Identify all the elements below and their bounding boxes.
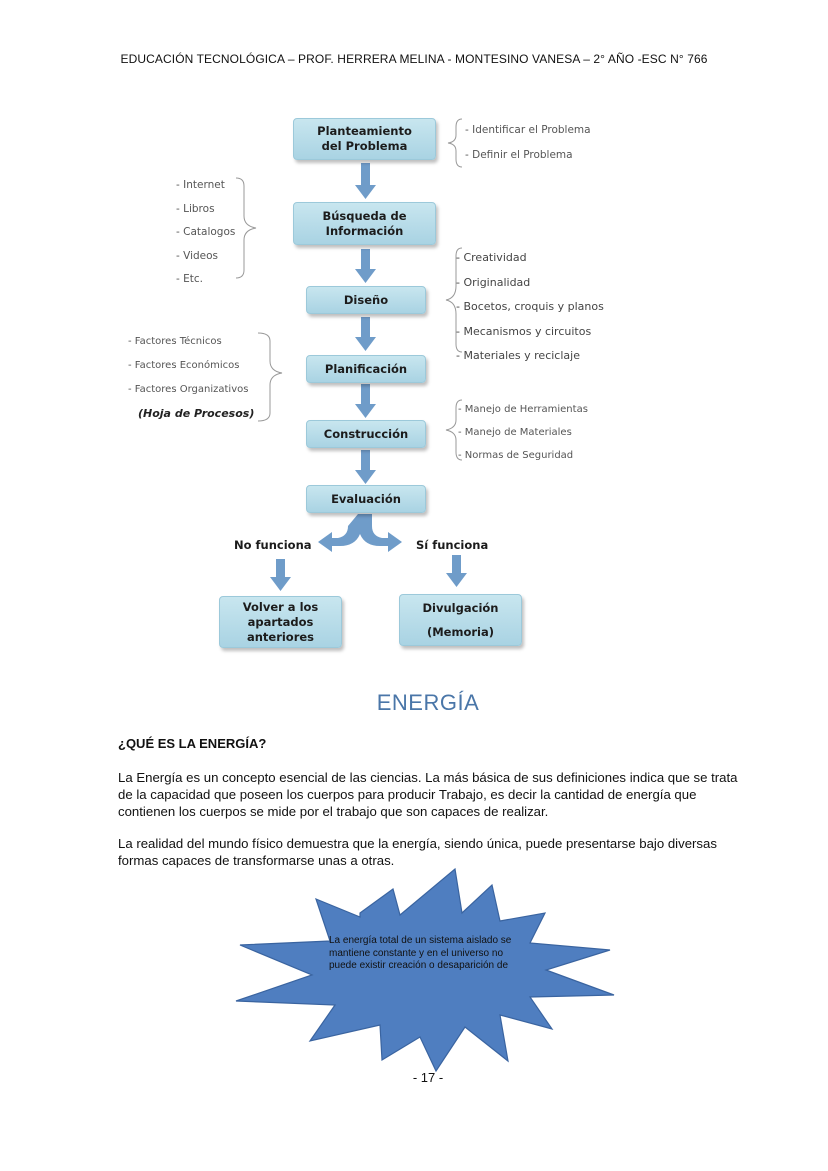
list-item: - Manejo de Materiales [458,427,572,438]
star-burst-shape [235,867,615,1073]
question-heading: ¿QUÉ ES LA ENERGÍA? [118,736,267,751]
flowchart-connectors [235,118,467,591]
list-item: - Bocetos, croquis y planos [456,300,604,313]
flow-step-diseno: Diseño [306,286,426,314]
section-title: ENERGÍA [376,690,480,715]
step3-notes: - Creatividad - Originalidad - Bocetos, … [456,246,604,369]
flow-step-busqueda: Búsqueda de Información [293,202,436,245]
star-text: La energía total de un sistema aislado s… [329,935,512,971]
flow-step-planteamiento: Planteamiento del Problema [293,118,436,160]
list-item: - Definir el Problema [465,148,573,161]
list-item: - Etc. [176,273,203,285]
list-item: - Factores Técnicos [128,336,222,347]
step1-notes: - Identificar el Problema - Definir el P… [465,118,591,167]
list-item: - Normas de Seguridad [458,450,574,461]
flow-step-planificacion: Planificación [306,355,426,383]
list-item: - Creatividad [456,251,527,264]
list-item: - Identificar el Problema [465,124,591,136]
flow-result-volver: Volver a los apartados anteriores [219,596,342,648]
list-item: - Catalogos [176,226,236,238]
branch-label-yes: Sí funciona [416,538,489,552]
step5-notes: - Manejo de Herramientas - Manejo de Mat… [458,398,588,467]
flow-result-divulgacion: Divulgación (Memoria) [399,594,522,646]
list-item: - Factores Económicos [128,360,240,371]
list-item: - Videos [176,249,219,262]
step4-notes: - Factores Técnicos - Factores Económico… [128,330,254,426]
list-item: - Manejo de Herramientas [458,404,588,415]
list-item-extra: (Hoja de Procesos) [138,407,255,420]
branch-label-no: No funciona [234,538,312,552]
flow-step-construccion: Construcción [306,420,426,448]
down-arrows [270,163,467,591]
list-item: - Factores Organizativos [128,384,249,395]
page-number: - 17 - [412,1070,444,1085]
list-item: - Mecanismos y circuitos [456,324,592,338]
page-header: EDUCACIÓN TECNOLÓGICA – PROF. HERRERA ME… [120,52,708,66]
paragraph-1: La Energía es un concepto esencial de la… [118,770,738,819]
step2-notes: - Internet - Libros - Catalogos - Videos… [176,174,235,292]
list-item: - Internet [176,179,225,191]
list-item: - Materiales y reciclaje [456,349,580,362]
list-item: - Originalidad [456,275,531,289]
paragraph-2: La realidad del mundo físico demuestra q… [118,836,717,868]
flow-step-evaluacion: Evaluación [306,485,426,513]
list-item: - Libros [176,202,215,215]
